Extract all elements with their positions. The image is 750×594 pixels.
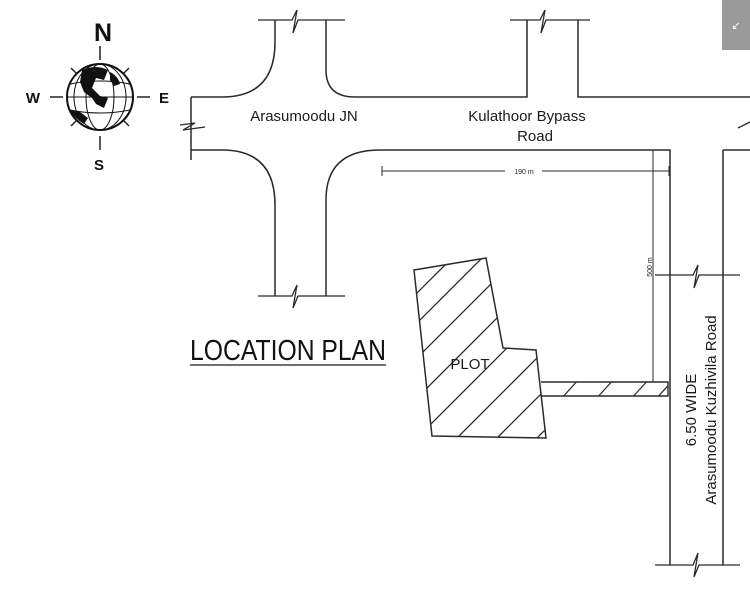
break-symbol [655,264,740,289]
plot-outline [413,257,547,439]
access-strip [541,381,669,397]
expand-icon: ↙ [731,18,741,32]
break-symbols [179,9,750,578]
dimension-label-horizontal: 190 m [514,169,534,176]
globe-icon [66,63,134,131]
expand-button[interactable]: ↙ [722,0,750,50]
compass-west: W [26,90,41,107]
plot-label: PLOT [450,356,489,373]
bypass-south-edge [191,149,671,565]
compass-south: S [94,157,104,174]
break-symbol [258,284,345,309]
junction-label: Arasumoodu JN [250,108,358,125]
break-symbol [655,552,740,578]
dimension-horizontal: 190 m [381,166,670,176]
compass-east: E [159,90,169,107]
compass-rose: N S W E [26,19,169,174]
dimension-label-vertical: 500 m [647,257,654,277]
side-road-label-line1: 6.50 WIDE [683,374,700,447]
break-symbol [510,9,590,34]
break-symbol [258,9,345,34]
title: LOCATION PLAN [190,335,386,367]
side-road-label-line2: Arasumoodu Kuzhivila Road [703,315,720,504]
road-network [190,20,750,565]
compass-north: N [94,19,112,47]
bypass-north-edge [191,20,750,98]
side-road-east-edge [722,149,750,565]
break-symbol [737,121,750,129]
bypass-label-line2: Road [517,128,553,145]
dimension-vertical: 500 m [647,150,654,382]
bypass-label-line1: Kulathoor Bypass [468,108,586,125]
break-symbol [179,122,206,131]
plot-area [413,257,547,439]
